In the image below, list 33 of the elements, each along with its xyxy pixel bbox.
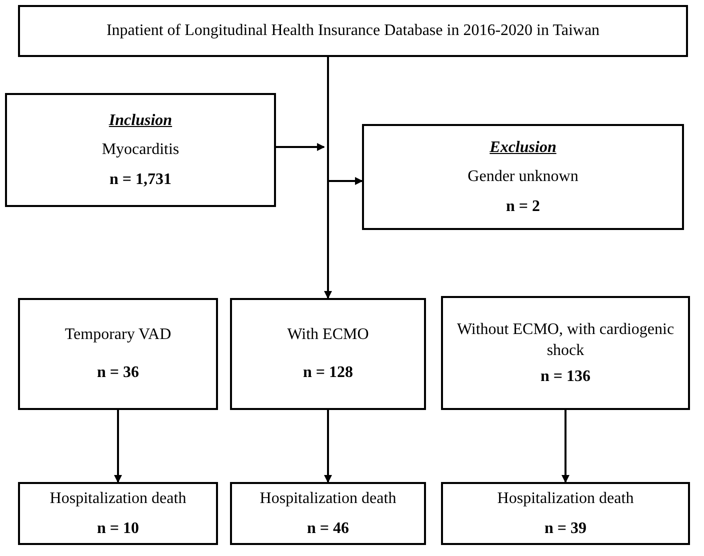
count-label: n = 1,731 (109, 170, 172, 190)
box-label: Temporary VAD (64, 325, 172, 346)
box-label: Hospitalization death (50, 488, 186, 509)
outcome-box (441, 482, 690, 545)
count-label: n = 136 (540, 366, 590, 387)
count-label: n = 46 (306, 518, 349, 538)
arrow (114, 410, 122, 483)
count-label: n = 36 (96, 363, 139, 383)
box-label: With ECMO (287, 325, 369, 346)
arrow (276, 143, 325, 151)
outcome-box (230, 482, 426, 545)
box-label: Myocarditis (102, 140, 180, 160)
source-box (18, 5, 688, 57)
inclusion-box (5, 93, 276, 207)
count-label: n = 128 (302, 363, 353, 383)
box-heading: Exclusion (490, 138, 556, 158)
box-label: Gender unknown (468, 167, 578, 188)
arrow (562, 410, 570, 483)
arrow (324, 57, 332, 299)
arrow (324, 410, 332, 483)
box-label: Inpatient of Longitudinal Health Insurance Database in 2016-2020 in Taiwan (106, 21, 600, 42)
arrow (329, 177, 363, 185)
group-box (441, 296, 690, 410)
box-heading: Inclusion (108, 110, 172, 131)
count-label: n = 2 (506, 196, 540, 217)
count-label: n = 10 (96, 518, 139, 538)
group-box (230, 298, 426, 410)
box-label: Hospitalization death (260, 488, 396, 509)
box-label: Hospitalization death (497, 488, 634, 509)
group-box (18, 298, 218, 410)
outcome-box (18, 482, 218, 545)
exclusion-box (362, 124, 684, 230)
count-label: n = 39 (544, 518, 586, 538)
